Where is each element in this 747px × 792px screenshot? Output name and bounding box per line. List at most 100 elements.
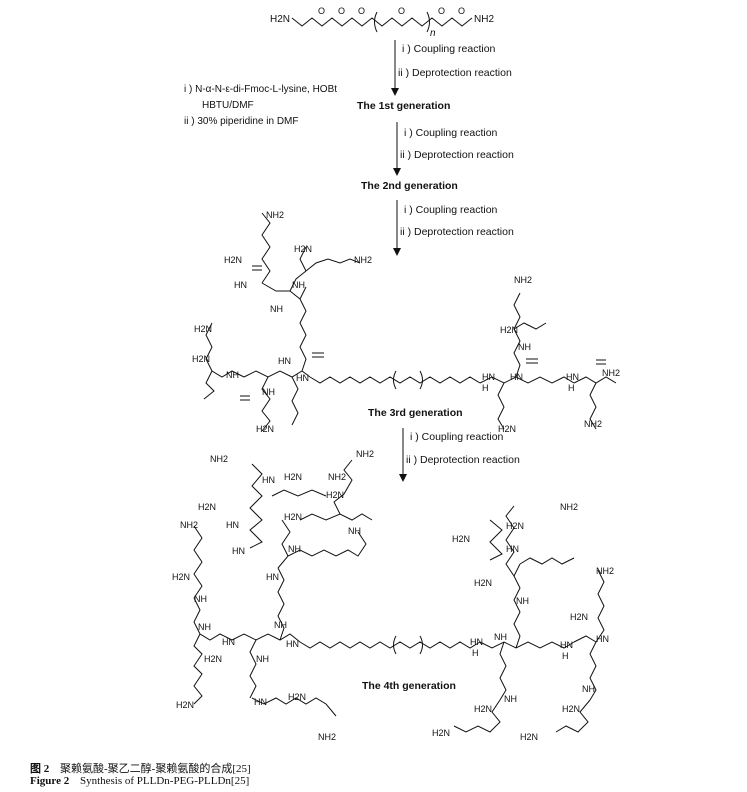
amide-nh-label: NH (256, 654, 269, 664)
amine-label: H2N (176, 700, 194, 710)
oxygen-atom: O (358, 6, 365, 16)
amine-label: NH2 (356, 449, 374, 459)
amine-label: H2N (294, 244, 312, 254)
caption-en-text: Synthesis of PLLDn-PEG-PLLDn[25] (79, 775, 250, 787)
amine-label: H2N (506, 521, 524, 531)
amine-label: H2N (172, 572, 190, 582)
step4-deprotection: ii ) Deprotection reaction (406, 454, 520, 466)
caption-en-label: Figure 2 (30, 775, 70, 787)
amide-nh-label: NH (504, 694, 517, 704)
amide-nh-label: NH (262, 387, 275, 397)
amine-label: NH2 (602, 368, 620, 378)
amide-nh-label: NH (494, 632, 507, 642)
amine-label: H2N (288, 692, 306, 702)
amide-nh-label: HN (234, 280, 247, 290)
amine-label: NH2 (180, 520, 198, 530)
amide-nh-label: HN (470, 637, 483, 647)
amine-label: NH2 (266, 210, 284, 220)
amide-nh-label: NH (518, 342, 531, 352)
amine-label: H2N (256, 424, 274, 434)
amide-nh-label: NH (288, 544, 301, 554)
amide-nh-label: H (568, 383, 575, 393)
fourth-generation-structure (193, 459, 605, 733)
amide-nh-label: HN (286, 639, 299, 649)
amide-nh-label: HN (254, 697, 267, 707)
amine-label: H2N (204, 654, 222, 664)
fourth-generation-labels: NH2 NH2 HN H2N NH2 H2N H2N H2N HN NH NH2… (172, 449, 614, 742)
amine-label: NH2 (328, 472, 346, 482)
amine-label: H2N (562, 704, 580, 714)
amine-label: NH2 (514, 275, 532, 285)
amide-nh-label: H (562, 651, 569, 661)
amine-label: H2N (520, 732, 538, 742)
amide-nh-label: NH (516, 596, 529, 606)
third-generation-labels: NH2 H2N H2N NH2 HN NH NH H2N H2N HN NH H… (192, 210, 620, 434)
amide-nh-label: HN (222, 637, 235, 647)
amide-nh-label: NH (292, 280, 305, 290)
amide-nh-label: NH (582, 684, 595, 694)
amine-label: H2N (474, 578, 492, 588)
generation-2-label: The 2nd generation (361, 180, 458, 192)
amine-label: H2N (198, 502, 216, 512)
amide-nh-label: HN (296, 373, 309, 383)
amide-nh-label: H (482, 383, 489, 393)
step2-coupling: i ) Coupling reaction (404, 127, 498, 139)
figure-caption-en: Figure 2 Synthesis of PLLDn-PEG-PLLDn[25… (30, 775, 249, 787)
peg-oxygen-atoms: O O O O O O (318, 6, 465, 16)
amine-label: H2N (498, 424, 516, 434)
oxygen-atom: O (318, 6, 325, 16)
amine-label: H2N (500, 325, 518, 335)
amine-label: NH2 (584, 419, 602, 429)
amine-label: NH2 (560, 502, 578, 512)
reagent-line-1: i ) N-α-N-ε-di-Fmoc-L-lysine, HOBt (184, 84, 338, 95)
amine-label: NH2 (318, 732, 336, 742)
caption-cn-text: 聚赖氨酸-聚乙二醇-聚赖氨酸的合成[25] (60, 763, 251, 775)
reagent-line-2: HBTU/DMF (202, 100, 254, 111)
amide-nh-label: H (472, 648, 479, 658)
step1-coupling: i ) Coupling reaction (402, 43, 496, 55)
amine-label: NH2 (354, 255, 372, 265)
step4-coupling: i ) Coupling reaction (410, 431, 504, 443)
amine-label: H2N (452, 534, 470, 544)
amine-label: H2N (326, 490, 344, 500)
amine-label: H2N (192, 354, 210, 364)
amide-nh-label: NH (274, 620, 287, 630)
oxygen-atom: O (438, 6, 445, 16)
amine-label: H2N (284, 472, 302, 482)
amine-label: H2N (432, 728, 450, 738)
amide-nh-label: HN (278, 356, 291, 366)
third-generation-structure (203, 212, 617, 432)
oxygen-atom: O (338, 6, 345, 16)
peg-right-terminal: NH2 (474, 14, 494, 25)
amide-nh-label: HN (560, 640, 573, 650)
amide-nh-label: HN (506, 544, 519, 554)
oxygen-atom: O (458, 6, 465, 16)
step1-deprotection: ii ) Deprotection reaction (398, 67, 512, 79)
step3-deprotection: ii ) Deprotection reaction (400, 226, 514, 238)
amine-label: H2N (284, 512, 302, 522)
amide-nh-label: HN (596, 634, 609, 644)
amide-nh-label: NH (270, 304, 283, 314)
amide-nh-label: HN (266, 572, 279, 582)
caption-cn-label: 图 2 (30, 763, 50, 775)
amide-nh-label: HN (566, 372, 579, 382)
oxygen-atom: O (398, 6, 405, 16)
amine-label: H2N (224, 255, 242, 265)
amide-nh-label: HN (482, 372, 495, 382)
amine-label: H2N (194, 324, 212, 334)
amide-nh-label: HN (510, 372, 523, 382)
step2-deprotection: ii ) Deprotection reaction (400, 149, 514, 161)
amide-nh-label: NH (194, 594, 207, 604)
amine-label: NH2 (596, 566, 614, 576)
generation-1-label: The 1st generation (357, 100, 451, 112)
amide-nh-label: NH (348, 526, 361, 536)
peg-repeat-subscript: n (430, 28, 436, 39)
amide-nh-label: NH (226, 370, 239, 380)
amine-label: H2N (570, 612, 588, 622)
peg-left-terminal: H2N (270, 14, 290, 25)
amide-nh-label: HN (232, 546, 245, 556)
amide-nh-label: HN (262, 475, 275, 485)
generation-4-label: The 4th generation (362, 680, 456, 692)
